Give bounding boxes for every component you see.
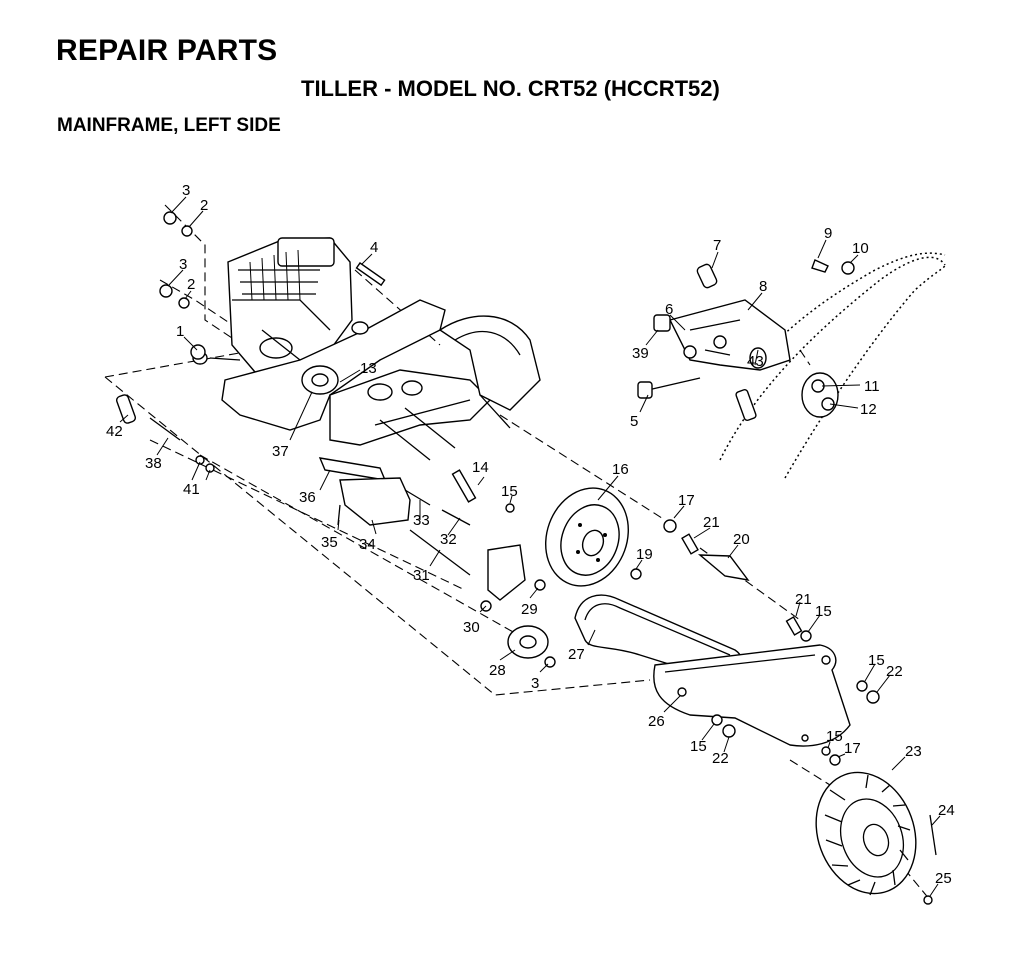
callout-25: 25 (935, 870, 952, 887)
callout-21-a: 21 (703, 514, 720, 531)
callout-13: 13 (360, 360, 377, 377)
callout-9: 9 (824, 225, 832, 242)
lower-bracket-parts (318, 457, 546, 612)
mainframe-illustration (192, 299, 541, 461)
model-subtitle: TILLER - MODEL NO. CRT52 (HCCRT52) (301, 76, 720, 101)
callout-2-top: 2 (200, 197, 208, 214)
callout-11: 11 (864, 378, 880, 395)
callout-2-mid: 2 (187, 276, 195, 293)
callout-5: 5 (630, 413, 638, 430)
callout-21-b: 21 (795, 591, 812, 608)
page-title: REPAIR PARTS (56, 34, 278, 67)
callout-27: 27 (568, 646, 585, 663)
callout-17-b: 17 (844, 740, 861, 757)
callout-34: 34 (359, 536, 376, 553)
callout-3-top: 3 (182, 182, 190, 199)
callout-37: 37 (272, 443, 289, 460)
callout-39: 39 (632, 345, 649, 362)
callout-16: 16 (612, 461, 629, 478)
engine-illustration (227, 237, 353, 373)
callout-36: 36 (299, 489, 316, 506)
callout-3-low: 3 (531, 675, 539, 692)
callout-35: 35 (321, 534, 338, 551)
idler-pulley-28-illustration (507, 625, 556, 668)
callout-41: 41 (183, 481, 200, 498)
callout-15-d: 15 (690, 738, 707, 755)
callout-24: 24 (938, 802, 955, 819)
callout-4: 4 (370, 239, 378, 256)
callout-1: 1 (176, 323, 184, 340)
callout-33: 33 (413, 512, 430, 529)
callout-15-b: 15 (815, 603, 832, 620)
callout-30: 30 (463, 619, 480, 636)
callout-15-c: 15 (868, 652, 885, 669)
small-hardware-parts (116, 211, 880, 766)
callout-leaders (119, 196, 941, 897)
callout-20: 20 (733, 531, 750, 548)
callout-12: 12 (860, 401, 877, 418)
callout-14: 14 (472, 459, 489, 476)
callout-10: 10 (852, 240, 869, 257)
callout-8: 8 (759, 278, 767, 295)
callout-6: 6 (665, 301, 673, 318)
wheel-23-illustration (815, 771, 937, 905)
callout-7: 7 (713, 237, 721, 254)
callout-42: 42 (106, 423, 123, 440)
callout-28: 28 (489, 662, 506, 679)
callout-22-a: 22 (886, 663, 903, 680)
callout-22-b: 22 (712, 750, 729, 767)
callout-31: 31 (413, 567, 430, 584)
section-heading: MAINFRAME, LEFT SIDE (57, 115, 281, 136)
callout-15-e: 15 (826, 728, 843, 745)
callout-23: 23 (905, 743, 922, 760)
callout-38: 38 (145, 455, 162, 472)
callout-29: 29 (521, 601, 538, 618)
callout-3-mid: 3 (179, 256, 187, 273)
callout-43: 43 (747, 353, 764, 370)
callout-17-a: 17 (678, 492, 695, 509)
callout-19: 19 (636, 546, 653, 563)
callout-26: 26 (648, 713, 665, 730)
callout-32: 32 (440, 531, 457, 548)
callout-15-a: 15 (501, 483, 518, 500)
belt-guard-26-illustration (653, 644, 851, 747)
inset-detail (637, 252, 946, 479)
pulley-16-illustration (545, 487, 629, 587)
callout-labels: 3 2 3 2 1 4 7 8 9 10 6 39 43 5 11 12 13 … (106, 182, 955, 887)
